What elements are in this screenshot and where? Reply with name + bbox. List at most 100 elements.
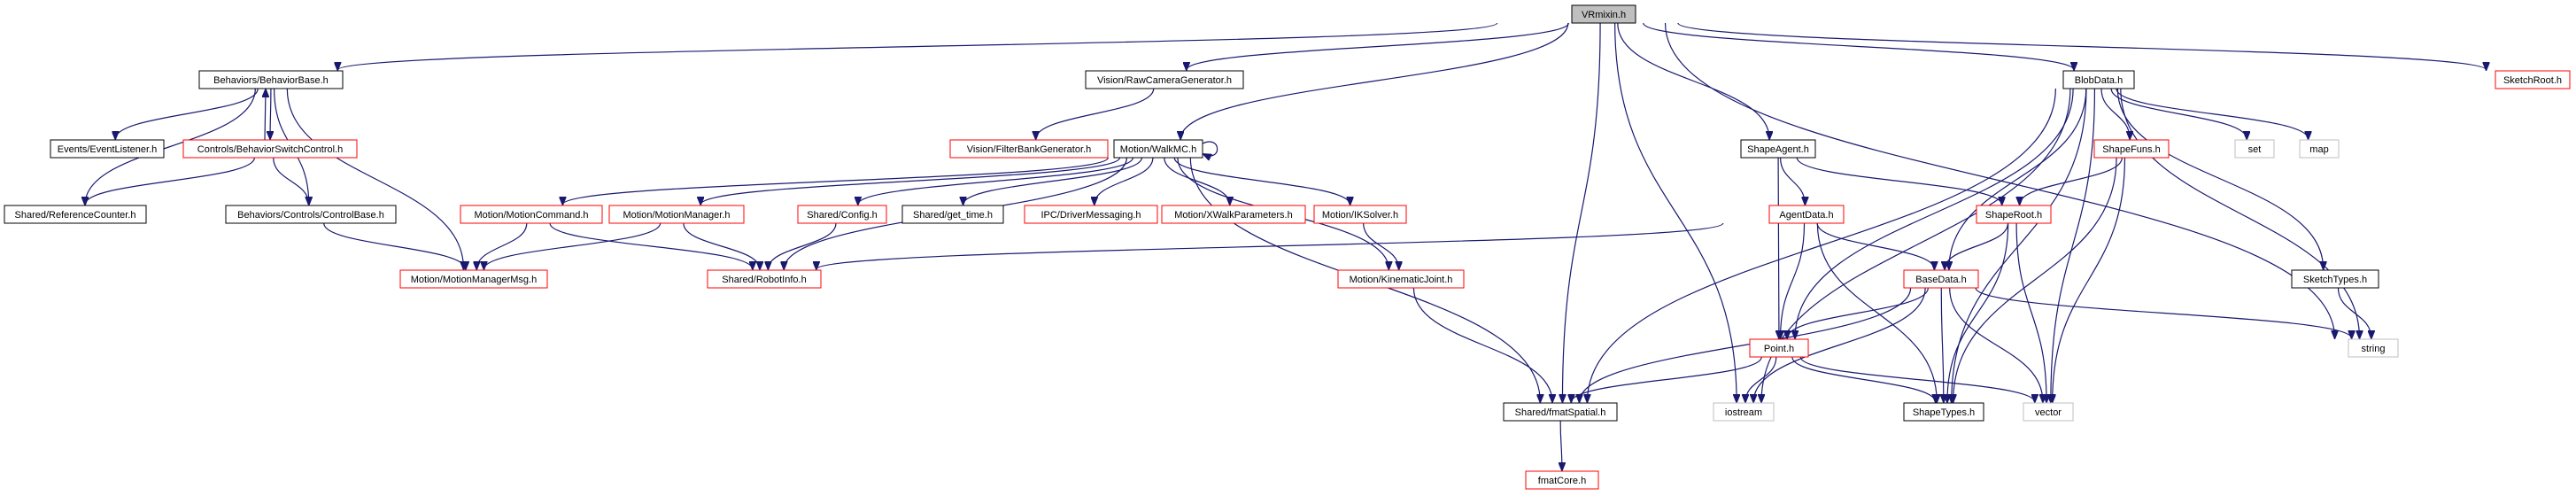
node-label: SketchTypes.h [2303,275,2367,285]
node-label: Motion/MotionManagerMsg.h [411,275,537,285]
node-label: Shared/Config.h [807,210,878,221]
edge-sketchtypes-to-string [2337,287,2371,338]
node-eventlistener[interactable]: Events/EventListener.h [50,139,165,159]
node-label: ShapeFuns.h [2102,144,2160,155]
node-vector: vector [2023,402,2074,422]
node-box [4,205,147,224]
node-filterbank[interactable]: Vision/FilterBankGenerator.h [949,139,1109,159]
edge-motioncommand-to-mmmsg [476,222,528,269]
edge-shapeagent-to-point [1778,157,1779,338]
node-shapetypes[interactable]: ShapeTypes.h [1903,402,1984,422]
node-blobdata[interactable]: BlobData.h [2062,70,2135,89]
node-label: iostream [1725,407,1762,418]
node-box [182,139,358,159]
edge-bswitch-to-refcounter [85,157,255,205]
edge-point-to-iostream [1745,356,1777,402]
edge-agentdata-to-point [1781,222,1806,338]
node-xwalk[interactable]: Motion/XWalkParameters.h [1161,205,1306,224]
edge-shaperoot-to-basedata [1945,222,2009,269]
edge-rawcam-to-filterbank [1036,88,1155,139]
node-fmatcore[interactable]: fmatCore.h [1525,470,1599,490]
node-iksolver[interactable]: Motion/IKSolver.h [1313,205,1407,224]
edge-blobdata-to-fmatspatial [1587,88,2056,402]
node-box [1903,402,1984,422]
node-robotinfo[interactable]: Shared/RobotInfo.h [707,269,822,289]
node-box [460,205,603,224]
node-label: Motion/KinematicJoint.h [1350,275,1453,285]
node-box [50,139,165,159]
node-mmmsg[interactable]: Motion/MotionManagerMsg.h [399,269,548,289]
node-box [1503,402,1618,422]
node-box [2234,139,2275,159]
edge-motioncommand-to-robotinfo [549,222,753,269]
node-agentdata[interactable]: AgentData.h [1768,205,1845,224]
edge-walkmc-to-walkmc [1203,141,1218,156]
node-shapeagent[interactable]: ShapeAgent.h [1740,139,1816,159]
node-basedata[interactable]: BaseData.h [1903,269,1979,289]
node-label: Vision/RawCameraGenerator.h [1097,75,1232,86]
edge-vrmixin-to-fmatspatial [1562,22,1601,402]
node-drivermsg[interactable]: IPC/DriverMessaging.h [1024,205,1158,224]
edge-shapeagent-to-agentdata [1779,157,1806,205]
edge-motionmanager-to-mmmsg [483,222,661,269]
edge-blobdata-to-shapetypes [1952,88,2087,402]
node-config[interactable]: Shared/Config.h [797,205,887,224]
node-refcounter[interactable]: Shared/ReferenceCounter.h [4,205,147,224]
node-box [608,205,745,224]
node-label: Motion/IKSolver.h [1322,210,1398,221]
node-label: set [2248,144,2262,155]
node-motionmanager[interactable]: Motion/MotionManager.h [608,205,745,224]
node-walkmc[interactable]: Motion/WalkMC.h [1113,139,1203,159]
node-bswitch[interactable]: Controls/BehaviorSwitchControl.h [182,139,358,159]
node-motioncommand[interactable]: Motion/MotionCommand.h [460,205,603,224]
node-gettime[interactable]: Shared/get_time.h [901,205,1004,224]
edge-bswitch-to-behaviorbase [265,89,266,141]
edge-behaviorbase-to-refcounter [85,88,256,205]
edge-shaperoot-to-vector [2015,222,2046,402]
edge-motionmanager-to-robotinfo [683,222,760,269]
edge-layer [85,22,2487,470]
node-shaperoot[interactable]: ShapeRoot.h [1976,205,2052,224]
node-box [949,139,1109,159]
edge-basedata-to-fmatspatial [1580,287,1912,402]
node-box [2023,402,2074,422]
edge-vrmixin-to-behaviorbase [337,22,1498,70]
node-label: Controls/BehaviorSwitchControl.h [197,144,343,155]
edge-point-to-vector [1799,356,2034,402]
node-controlbase[interactable]: Behaviors/Controls/ControlBase.h [225,205,397,224]
edge-blobdata-to-basedata [1949,88,2087,269]
node-fmatspatial[interactable]: Shared/fmatSpatial.h [1503,402,1618,422]
node-label: VRmixin.h [1582,10,1626,20]
node-label: Events/EventListener.h [58,144,158,155]
node-label: Shared/ReferenceCounter.h [15,210,136,221]
node-vrmixin[interactable]: VRmixin.h [1571,4,1636,24]
edge-walkmc-to-drivermsg [1095,157,1154,205]
edge-blobdata-to-point [1795,88,2074,338]
node-point[interactable]: Point.h [1749,338,1809,358]
node-sketchroot[interactable]: SketchRoot.h [2495,70,2571,89]
edge-shapefuns-to-vector [2053,157,2126,402]
node-box [1768,205,1845,224]
node-box [1740,139,1816,159]
node-label: Behaviors/BehaviorBase.h [213,75,329,86]
node-label: ShapeAgent.h [1747,144,1809,155]
edge-point-to-shapetypes [1791,356,1936,402]
edge-fmatspatial-to-fmatcore [1560,420,1562,470]
node-label: Motion/XWalkParameters.h [1174,210,1292,221]
node-iostream: iostream [1713,402,1775,422]
edge-walkmc-to-config [858,157,1134,205]
node-label: Motion/MotionCommand.h [474,210,588,221]
node-rawcam[interactable]: Vision/RawCameraGenerator.h [1085,70,1244,89]
node-behaviorbase[interactable]: Behaviors/BehaviorBase.h [198,70,344,89]
node-box [1337,269,1465,289]
node-label: Shared/RobotInfo.h [722,275,806,285]
node-shapefuns[interactable]: ShapeFuns.h [2093,139,2170,159]
node-set: set [2234,139,2275,159]
edge-shapefuns-to-shapetypes [1953,157,2117,402]
node-box [2299,139,2340,159]
edge-config-to-robotinfo [768,222,837,269]
node-box [1976,205,2052,224]
node-sketchtypes[interactable]: SketchTypes.h [2291,269,2379,289]
node-kinjoint[interactable]: Motion/KinematicJoint.h [1337,269,1465,289]
node-box [225,205,397,224]
